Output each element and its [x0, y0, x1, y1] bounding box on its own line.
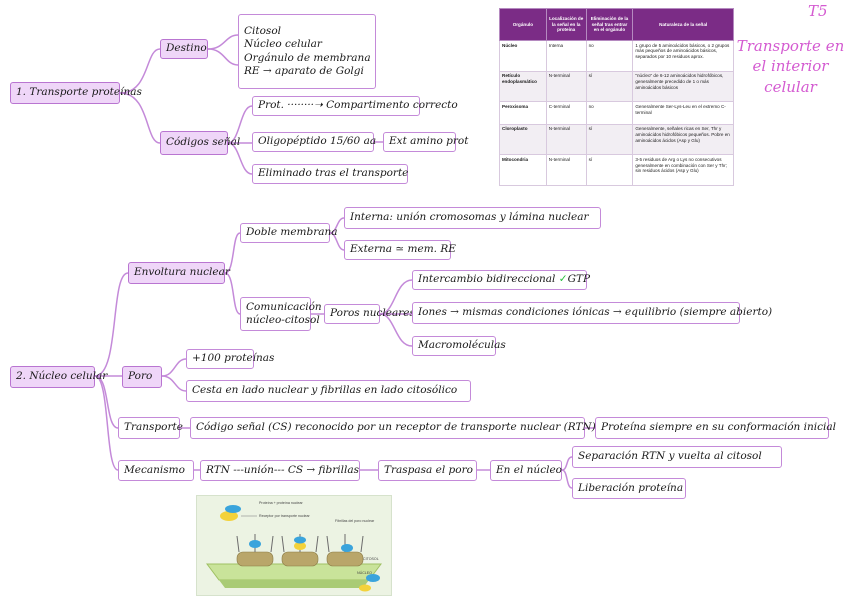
table-cell: Núcleo: [500, 41, 547, 72]
table-cell: 3-5 residuos de Arg o Lys no consecutivo…: [633, 155, 734, 186]
comunicacion-line: Comunicación: [246, 301, 322, 314]
table-cell: C-terminal: [546, 102, 586, 124]
table-cell: Interna: [546, 41, 586, 72]
intercambio-text: Intercambio bidireccional: [418, 273, 555, 286]
figure-label: Receptor por transporte nuclear: [259, 514, 311, 518]
destination-item: Citosol: [244, 25, 281, 38]
table-cell: sí: [586, 124, 633, 155]
node-rtn-fibrillas: RTN ---unión--- CS → fibrillas: [200, 460, 360, 481]
node-conformacion: Proteína siempre en su conformación inic…: [595, 417, 829, 439]
node-en-nucleo: En el núcleo: [490, 460, 562, 481]
table-cell: Generalmente, señales ricas en Ser, Thr …: [633, 124, 734, 155]
table-cell: Peroxisoma: [500, 102, 547, 124]
table-row: Núcleo Interna no 1 grupo de 5 aminoácid…: [500, 41, 734, 72]
node-codigos-senal: Códigos señal: [160, 131, 228, 155]
table-cell: Retículo endoplasmático: [500, 71, 547, 102]
page-title: Transporte en el interior celular: [733, 36, 848, 97]
table-cell: no: [586, 41, 633, 72]
table-row: Mitocondria N-terminal sí 3-5 residuos d…: [500, 155, 734, 186]
table-cell: Generalmente Ser-Lys-Leu en el extremo C…: [633, 102, 734, 124]
table-row: Retículo endoplasmático N-terminal sí "n…: [500, 71, 734, 102]
node-transporte: Transporte: [118, 417, 180, 439]
node-poro: Poro: [122, 366, 162, 388]
table-cell: sí: [586, 71, 633, 102]
table-header-row: Orgánulo Localización de la señal en la …: [500, 9, 734, 41]
node-eliminado: Eliminado tras el transporte: [252, 164, 408, 184]
table-header-cell: Orgánulo: [500, 9, 547, 41]
destination-item: Orgánulo de membrana: [244, 52, 371, 65]
node-codigo-cs: Código señal (CS) reconocido por un rece…: [190, 417, 585, 439]
table-cell: Cloroplasto: [500, 124, 547, 155]
table-header-cell: Eliminación de la señal tras entrar en e…: [586, 9, 633, 41]
figure-label: CITOSOL: [363, 557, 379, 561]
figure-label: NÚCLEO: [357, 570, 372, 575]
node-iones: Iones → mismas condiciones iónicas → equ…: [412, 302, 740, 324]
table-cell: sí: [586, 155, 633, 186]
table-header-cell: Localización de la señal en la proteína: [546, 9, 586, 41]
node-oligopeptido: Oligopéptido 15/60 aa: [252, 132, 374, 152]
node-destinations-list: Citosol Núcleo celular Orgánulo de membr…: [238, 14, 376, 89]
node-poros-nucleares: Poros nucleares: [324, 304, 380, 324]
table-cell: N-terminal: [546, 124, 586, 155]
figure-label: Fibrillas del poro nuclear: [335, 519, 375, 523]
root-nucleo-celular: 2. Núcleo celular: [10, 366, 95, 388]
destination-item: Núcleo celular: [244, 38, 322, 51]
node-separacion: Separación RTN y vuelta al citosol: [572, 446, 782, 468]
node-cesta-fibrillas: Cesta en lado nuclear y fibrillas en lad…: [186, 380, 471, 402]
table-header-cell: Naturaleza de la señal: [633, 9, 734, 41]
gtp-text: GTP: [568, 273, 590, 286]
nuclear-pore-figure: Proteína + proteína nuclear Receptor por…: [196, 495, 392, 596]
node-traspasa-poro: Traspasa el poro: [378, 460, 477, 481]
node-interna: Interna: unión cromosomas y lámina nucle…: [344, 207, 601, 229]
table-cell: N-terminal: [546, 155, 586, 186]
table-row: Cloroplasto N-terminal sí Generalmente, …: [500, 124, 734, 155]
node-intercambio: Intercambio bidireccional ✓GTP: [412, 270, 587, 290]
node-envoltura-nuclear: Envoltura nuclear: [128, 262, 225, 284]
table-cell: no: [586, 102, 633, 124]
node-ext-amino: Ext amino prot: [383, 132, 456, 152]
topic-number: T5: [808, 2, 828, 20]
node-mecanismo: Mecanismo: [118, 460, 194, 481]
table-cell: N-terminal: [546, 71, 586, 102]
node-externa: Externa ≃ mem. RE: [344, 240, 451, 260]
node-destino: Destino: [160, 39, 208, 59]
table-cell: Mitocondria: [500, 155, 547, 186]
node-prot-compartimento: Prot. ········➝ Compartimento correcto: [252, 96, 420, 116]
signal-table: Orgánulo Localización de la señal en la …: [499, 8, 734, 186]
node-proteinas: +100 proteínas: [186, 349, 254, 369]
table-cell: 1 grupo de 5 aminoácidos básicos, o 2 gr…: [633, 41, 734, 72]
root-transporte-proteinas: 1. Transporte proteínas: [10, 82, 120, 104]
node-liberacion: Liberación proteína: [572, 478, 686, 499]
table-cell: "núcleo" de 6-12 aminoácidos hidrofóbico…: [633, 71, 734, 102]
table-row: Peroxisoma C-terminal no Generalmente Se…: [500, 102, 734, 124]
title-line-1: Transporte: [737, 37, 821, 55]
node-doble-membrana: Doble membrana: [240, 223, 330, 243]
check-icon: ✓: [559, 273, 568, 286]
destination-item: RE → aparato de Golgi: [244, 65, 364, 78]
title-line-3: celular: [764, 78, 817, 96]
comunicacion-line: núcleo-citosol: [246, 314, 320, 327]
node-comunicacion: Comunicación núcleo-citosol: [240, 297, 311, 331]
nuclear-pore-illustration: Proteína + proteína nuclear Receptor por…: [197, 496, 391, 595]
node-macromoleculas: Macromoléculas: [412, 336, 496, 356]
figure-label: Proteína + proteína nuclear: [259, 501, 303, 505]
